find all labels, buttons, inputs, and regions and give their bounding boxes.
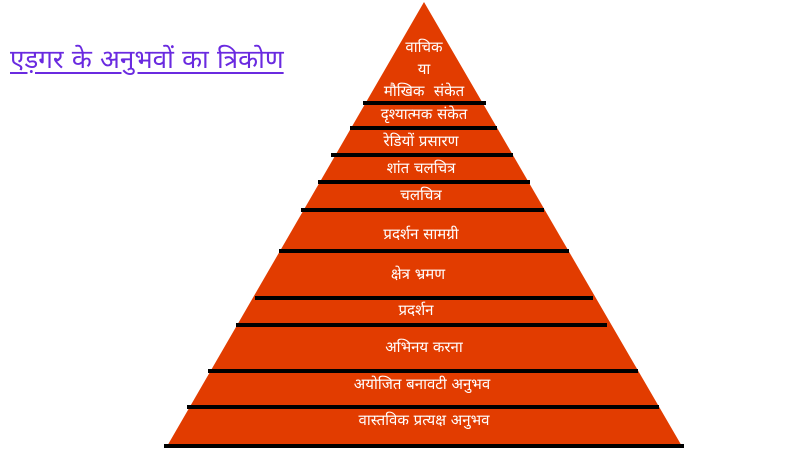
diagram-title: एड़गर के अनुभवों का त्रिकोण	[10, 45, 284, 75]
level-label-direct: वास्तविक प्रत्यक्ष अनुभव	[358, 411, 490, 429]
level-label-visual-symbols: दृश्यात्मक संकेत	[380, 105, 468, 123]
pyramid-dividers	[164, 101, 684, 448]
level-label-dramatized: अभिनय करना	[385, 338, 463, 356]
level-label-silent-film: शांत चलचित्र	[386, 159, 456, 177]
level-label-field-trips: क्षेत्र भ्रमण	[390, 265, 446, 283]
level-label-radio: रेडियों प्रसारण	[383, 132, 459, 150]
level-label-contrived: अयोजित बनावटी अनुभव	[353, 375, 491, 393]
level-label-motion-picture: चलचित्र	[400, 186, 442, 204]
level-label-demonstrations: प्रदर्शन	[398, 301, 434, 319]
level-label-line: या	[417, 60, 431, 78]
level-label-exhibits: प्रदर्शन सामग्री	[383, 225, 459, 243]
level-label-verbal: वाचिक या मौखिक संकेत	[384, 36, 464, 102]
level-label-line: मौखिक संकेत	[383, 82, 465, 100]
pyramid-triangle	[166, 2, 683, 448]
level-label-line: वाचिक	[405, 38, 443, 56]
